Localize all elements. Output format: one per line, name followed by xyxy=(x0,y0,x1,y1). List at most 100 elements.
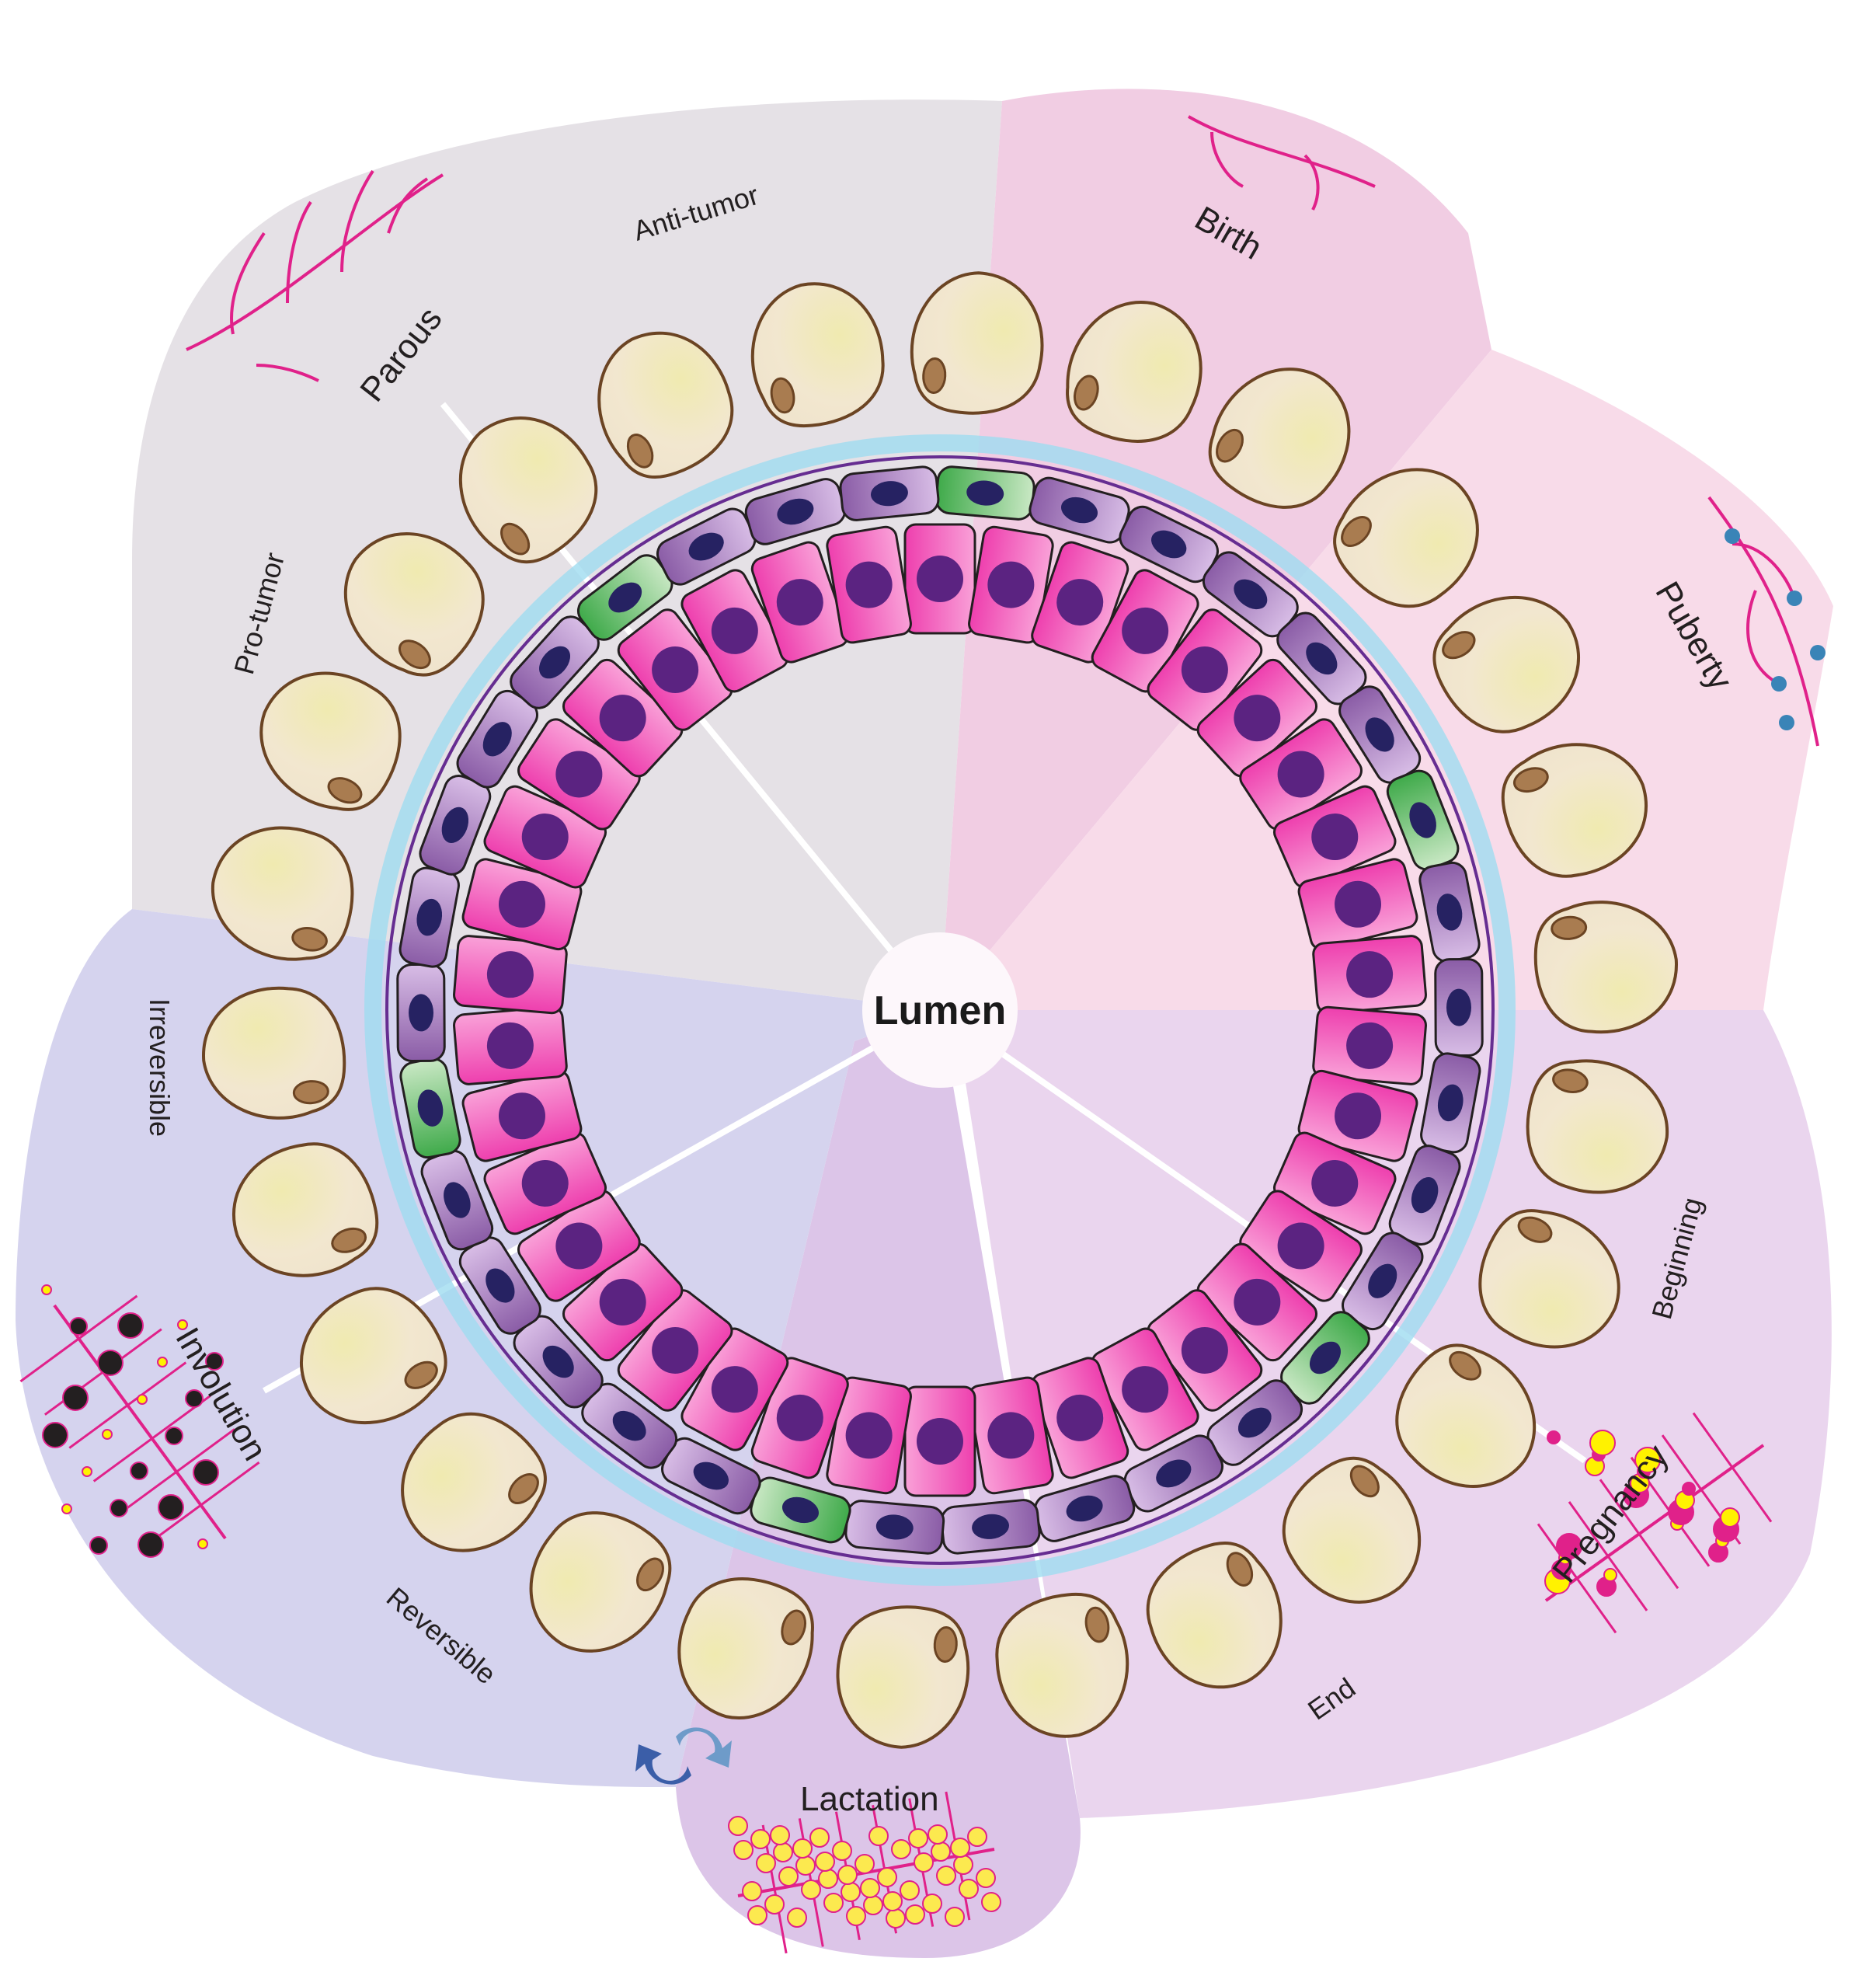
duct-branch xyxy=(53,1304,227,1540)
adipocyte xyxy=(259,671,402,811)
myoepithelial-nucleus xyxy=(1237,1407,1272,1438)
luminal-nucleus xyxy=(1335,1092,1382,1140)
myoepithelial-nucleus xyxy=(972,1514,1009,1539)
myoepithelial-nucleus xyxy=(1306,642,1338,675)
alveolus xyxy=(137,1394,148,1405)
myoepithelial-cell xyxy=(656,507,757,586)
adipocyte-nucleus xyxy=(626,434,654,469)
alveolus xyxy=(1720,1507,1740,1528)
myoepithelial-cell xyxy=(399,866,460,968)
adipocyte-nucleus xyxy=(922,357,947,394)
duct-branch xyxy=(1599,1479,1679,1590)
myoepithelial-nucleus xyxy=(417,1089,444,1127)
luminal-nucleus xyxy=(1234,1278,1281,1326)
luminal-nucleus xyxy=(486,1022,534,1069)
myoepithelial-nucleus xyxy=(1066,1495,1103,1522)
luminal-nucleus xyxy=(776,1394,823,1441)
luminal-nucleus xyxy=(486,951,534,998)
alveolus xyxy=(931,1841,951,1862)
myoepithelial-nucleus xyxy=(1234,579,1268,610)
alveolus xyxy=(165,1427,183,1445)
myoepithelial-nucleus xyxy=(1309,1341,1341,1374)
alveolus xyxy=(158,1494,184,1521)
luminal-nucleus xyxy=(652,646,699,694)
luminal-cell xyxy=(1196,658,1318,778)
luminal-nucleus xyxy=(987,561,1035,608)
myoepithelial-cell xyxy=(1434,958,1484,1057)
luminal-cell xyxy=(903,523,976,635)
alveolus xyxy=(117,1312,144,1339)
alveolus xyxy=(891,1839,911,1859)
alveolus xyxy=(863,1895,883,1915)
alveolus xyxy=(922,1894,942,1914)
adipocyte-nucleus xyxy=(1073,375,1099,411)
luminal-nucleus xyxy=(1122,1366,1169,1413)
luminal-nucleus xyxy=(521,814,569,861)
adipocyte xyxy=(299,1287,447,1425)
alveolus xyxy=(950,1838,970,1858)
myoepithelial-nucleus xyxy=(777,498,814,525)
adipocyte xyxy=(677,1577,814,1719)
luminal-cell xyxy=(1297,858,1418,951)
luminal-cell xyxy=(1312,935,1427,1015)
myoepithelial-nucleus xyxy=(1060,496,1098,524)
adipocyte xyxy=(995,1592,1129,1738)
myoepithelial-nucleus xyxy=(612,1410,646,1441)
alveolus xyxy=(905,1904,925,1925)
luminal-nucleus xyxy=(917,556,963,602)
adipocyte-nucleus xyxy=(508,1472,539,1504)
alveolus xyxy=(1547,1430,1561,1444)
luminal-nucleus xyxy=(776,579,823,626)
myoepithelial-cell xyxy=(1206,1379,1303,1466)
alveolus xyxy=(42,1422,68,1448)
myoepithelial-layer xyxy=(396,465,1484,1555)
cycle-arrows-icon xyxy=(635,1727,732,1785)
luminal-cell xyxy=(517,1190,641,1302)
alveolus xyxy=(61,1503,72,1514)
myoepithelial-cell xyxy=(1342,1232,1424,1331)
alveolus xyxy=(953,1855,973,1875)
alveolus xyxy=(733,1840,754,1860)
adipocyte xyxy=(1066,301,1203,443)
ductal-tree-icon-birth xyxy=(1188,115,1376,211)
alveolus xyxy=(177,1319,188,1330)
adipocyte-nucleus xyxy=(1442,631,1476,660)
luminal-cell xyxy=(826,1376,912,1495)
alveolus xyxy=(854,1854,875,1874)
adipocyte-nucleus xyxy=(1512,767,1549,793)
alveolus xyxy=(137,1531,164,1558)
alveolus xyxy=(110,1499,128,1517)
luminal-cell xyxy=(1312,1005,1427,1085)
luminal-nucleus xyxy=(1277,751,1324,798)
myoepithelial-cell xyxy=(1119,505,1219,584)
luminal-nucleus xyxy=(1346,951,1394,998)
adipocyte-nucleus xyxy=(1552,1068,1589,1093)
luminal-cell xyxy=(1239,718,1363,831)
alveolus xyxy=(837,1865,858,1885)
adipocyte xyxy=(1501,743,1648,878)
luminal-cell xyxy=(617,608,733,731)
luminal-nucleus xyxy=(555,751,603,798)
adipocyte xyxy=(1282,1456,1422,1604)
alveolus xyxy=(815,1852,835,1872)
luminal-cell xyxy=(680,569,789,693)
ductal-tree-icon-parous xyxy=(186,169,444,382)
stroma-ring xyxy=(364,434,1516,1586)
luminal-cell xyxy=(1297,1069,1418,1162)
alveolus xyxy=(877,1867,897,1887)
basal-cell xyxy=(1386,769,1460,871)
luminal-nucleus xyxy=(1311,814,1359,861)
luminal-nucleus xyxy=(711,607,758,654)
myoepithelial-nucleus xyxy=(1409,802,1436,838)
luminal-nucleus xyxy=(1056,1394,1104,1441)
adipocyte-nucleus xyxy=(1226,1552,1254,1587)
adipocyte xyxy=(910,271,1044,415)
alveolus xyxy=(41,1284,52,1295)
alveolus xyxy=(801,1880,821,1900)
adipocyte-nucleus xyxy=(1084,1606,1110,1643)
adipocyte-nucleus xyxy=(292,1080,329,1105)
luminal-nucleus xyxy=(845,561,893,608)
luminal-cell xyxy=(1147,608,1263,731)
myoepithelial-nucleus xyxy=(966,480,1004,506)
luminal-cell xyxy=(1273,1131,1397,1235)
